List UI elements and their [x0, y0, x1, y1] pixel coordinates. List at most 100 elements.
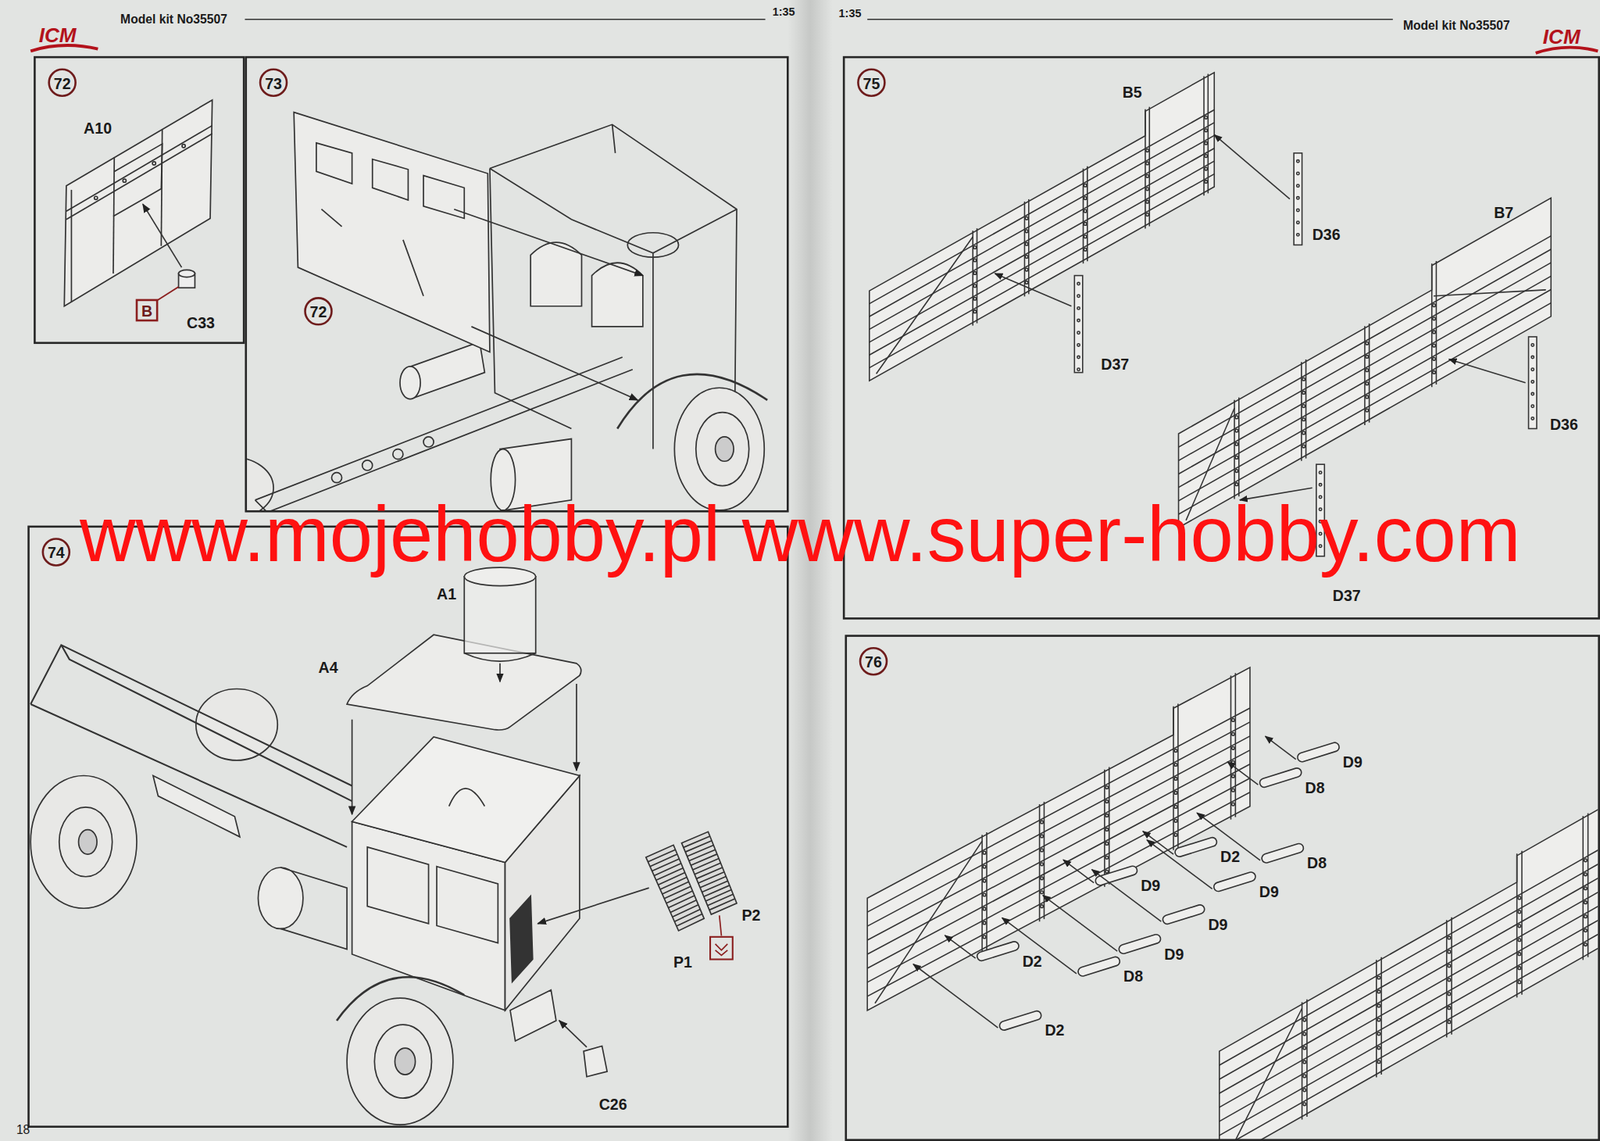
- board-bolt: [982, 921, 986, 925]
- board-post: [1177, 703, 1179, 848]
- post-hole: [1296, 184, 1300, 187]
- board-slat: [1219, 872, 1599, 1108]
- board-bolt: [1105, 800, 1109, 804]
- grille-slat: [650, 853, 678, 867]
- header-rule: [244, 18, 765, 21]
- grille-slat: [676, 913, 703, 926]
- truck-roof-drawing: [464, 576, 536, 654]
- truck-roof-drawing: [646, 831, 737, 931]
- part-label: D37: [1100, 356, 1129, 372]
- board-bolt: [973, 296, 977, 300]
- grille-slat: [656, 867, 683, 881]
- board-bolt: [1146, 161, 1150, 165]
- board-post: [1380, 957, 1383, 1075]
- truck-roof-drawing: [464, 653, 536, 661]
- post-part: [1293, 153, 1302, 246]
- board-slat: [1219, 886, 1599, 1122]
- truck-roof-drawing: [257, 867, 303, 929]
- board-bolt: [1025, 229, 1029, 233]
- grille-slat: [674, 909, 700, 922]
- truck-roof-drawing: [394, 1047, 415, 1075]
- board-bolt: [1584, 914, 1588, 918]
- door-part-drawing: [182, 144, 186, 148]
- door-part-drawing: [64, 100, 212, 307]
- board-bolt: [1174, 832, 1178, 836]
- board-bolt: [1584, 942, 1588, 947]
- post-hole: [1296, 171, 1300, 175]
- rod-part: [1266, 847, 1300, 858]
- kit-number: Model kit No35507: [120, 13, 228, 26]
- part-label: C26: [599, 1096, 628, 1112]
- leader-arrow: [1063, 859, 1094, 883]
- grille-slat: [667, 895, 694, 908]
- board-bolt: [1447, 1006, 1451, 1010]
- post-hole: [1296, 196, 1300, 200]
- board-post: [1306, 999, 1308, 1117]
- board-post: [1235, 672, 1237, 817]
- door-part-drawing: [94, 196, 98, 200]
- post-hole: [1318, 483, 1322, 486]
- board-bolt: [1174, 777, 1178, 781]
- board-bolt: [1204, 141, 1208, 145]
- leader-arrow: [944, 935, 975, 958]
- board-bolt: [1377, 1017, 1381, 1022]
- truck-roof-drawing: [153, 775, 240, 836]
- part-label: D2: [1022, 953, 1043, 969]
- grille-slat: [652, 858, 680, 872]
- paint-code: B: [141, 302, 153, 318]
- board-bolt: [1235, 442, 1239, 446]
- board-bolt: [1377, 1003, 1381, 1008]
- board-bolt: [1232, 746, 1236, 750]
- board-bolt: [1232, 760, 1236, 764]
- board-bolt: [1174, 791, 1178, 795]
- grille-slat: [698, 871, 725, 883]
- step-number: 76: [864, 653, 883, 669]
- rod-part: [1266, 847, 1300, 858]
- logo-swoosh: [30, 45, 98, 51]
- post-hole: [1531, 355, 1534, 358]
- grille-slat: [703, 885, 730, 897]
- grille-slat: [705, 889, 732, 901]
- truck-cab-drawing: [372, 159, 409, 200]
- grille-slat: [657, 872, 685, 886]
- board-bolt: [1365, 408, 1369, 412]
- leader-arrow: [1092, 869, 1162, 922]
- door-part-drawing: [113, 143, 163, 217]
- board-bolt: [1302, 391, 1306, 395]
- board-bolt: [982, 878, 986, 883]
- header-rule: [244, 18, 1393, 21]
- board-bolt: [1447, 992, 1451, 996]
- rod-part: [1003, 1014, 1037, 1025]
- board-bolt: [1235, 428, 1239, 433]
- truck-roof-drawing: [280, 867, 347, 949]
- post-hole: [1296, 233, 1300, 236]
- board-bolt: [1447, 935, 1451, 940]
- rod-part: [981, 946, 1015, 957]
- door-part-drawing: [178, 269, 196, 277]
- board-post: [1144, 109, 1147, 229]
- grille-slat: [687, 844, 715, 856]
- board-post: [1375, 959, 1378, 1077]
- truck-cab-drawing: [362, 460, 373, 471]
- board-slat: [869, 122, 1215, 317]
- board-post: [1028, 199, 1030, 294]
- callout-circle: 72: [303, 296, 333, 326]
- board-bolt: [1204, 154, 1208, 158]
- header-rule: [867, 18, 1393, 21]
- board-bolt: [1040, 862, 1044, 866]
- truck-cab-drawing: [423, 436, 434, 447]
- step-number: 74: [47, 544, 65, 561]
- board-post: [1450, 917, 1453, 1035]
- truck-roof-drawing: [30, 644, 352, 847]
- step-circle: 73: [259, 67, 289, 97]
- truck-cab-drawing: [331, 472, 342, 483]
- truck-roof-drawing: [559, 1020, 587, 1047]
- post-hole: [1077, 318, 1080, 322]
- board-bolt: [1083, 235, 1087, 239]
- board-slat: [869, 135, 1215, 329]
- board-bolt: [1365, 382, 1369, 386]
- post-hole: [1531, 380, 1534, 383]
- grille-slat: [664, 885, 691, 899]
- board-bolt: [1174, 763, 1178, 767]
